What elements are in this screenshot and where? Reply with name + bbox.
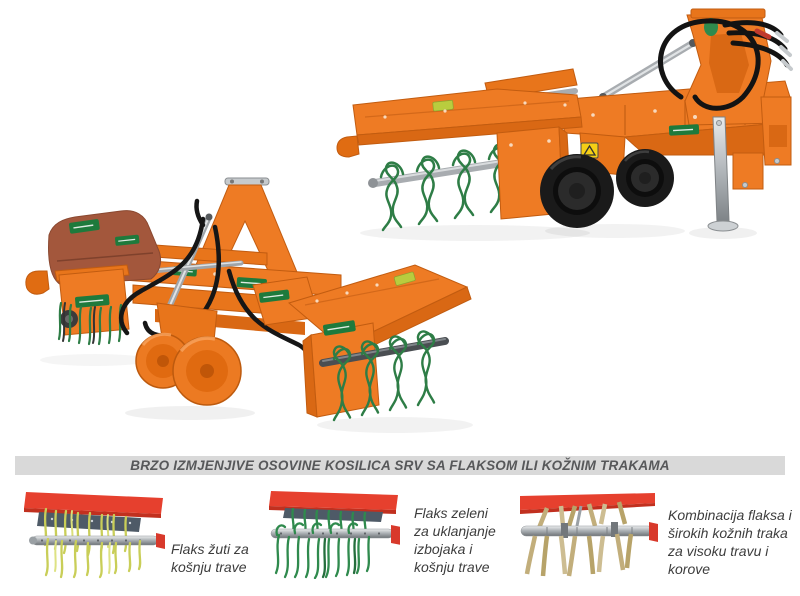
brand-sticker (114, 234, 140, 246)
right-mower-deck (252, 264, 472, 422)
brand-sticker (68, 219, 100, 234)
shaft-end-mount (156, 533, 165, 549)
green-flax-shaft-photo (269, 491, 400, 579)
gauge-wheel-small (616, 149, 674, 207)
yellow-flax-strings-lower (44, 537, 142, 579)
shaft-end-mount (649, 522, 658, 542)
mower-deck (336, 68, 583, 158)
ground-shadow (40, 354, 473, 433)
stand-leg (707, 116, 739, 232)
mount-plate (283, 508, 383, 522)
shaft-end-mount (391, 525, 400, 545)
lower-link-brackets (668, 96, 792, 190)
brand-sticker (74, 294, 110, 308)
banner-text: BRZO IZMJENJIVE OSOVINE KOSILICA SRV SA … (130, 458, 670, 473)
flax-leather-strap-shaft-photo (520, 493, 658, 577)
red-housing-bar (269, 491, 398, 510)
leather-straps-lower (524, 533, 634, 577)
figure-caption-green-flax: Flaks zeleni za uklanjanje izbojaka i ko… (414, 505, 496, 575)
strap-clamp (561, 523, 568, 538)
figure-caption-yellow-flax: Flaks žuti za košnju trave (171, 541, 249, 575)
brand-sticker (668, 124, 700, 136)
tine-shaft (520, 525, 654, 537)
section-banner: BRZO IZMJENJIVE OSOVINE KOSILICA SRV SA … (15, 456, 785, 475)
deck-hook (336, 135, 360, 158)
left-head-tines (57, 301, 123, 346)
red-housing-bar (520, 493, 655, 510)
brand-sticker (258, 289, 290, 303)
left-flail-head (25, 210, 162, 346)
srv-mower-side-photo (336, 8, 793, 241)
green-flax-lower (274, 533, 371, 579)
leather-straps-upper (536, 501, 628, 529)
gauge-wheel-large (540, 154, 614, 228)
red-housing-bar (24, 492, 163, 514)
deck-sticker (432, 99, 454, 112)
srv-double-mower-photo (25, 177, 473, 433)
hydraulic-hoses (658, 18, 793, 111)
brand-sticker (322, 320, 356, 336)
yellow-flax-shaft-photo (24, 492, 165, 579)
strap-clamp (611, 522, 618, 537)
rear-wheel (172, 336, 242, 406)
green-flax-hooks (275, 522, 359, 537)
flax-tine-roller (319, 330, 449, 422)
figure-caption-flax-leather: Kombinacija flaksa i širokih kožnih trak… (668, 507, 792, 577)
head-hook (25, 270, 50, 295)
deck-sticker (393, 271, 416, 286)
